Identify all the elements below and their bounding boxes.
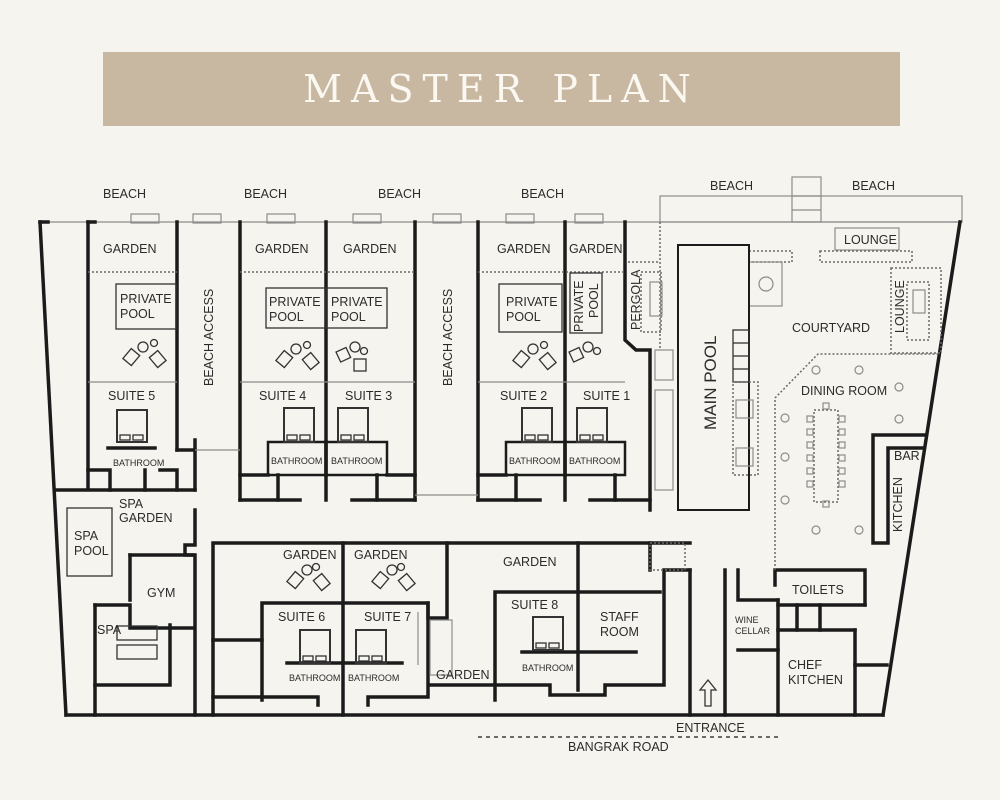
- label-suite-4: SUITE 4: [259, 389, 306, 403]
- label-chef-kitchen: CHEF: [788, 658, 822, 672]
- label-spa: SPA: [97, 623, 122, 637]
- label-dining-room: DINING ROOM: [801, 384, 887, 398]
- label-garden: GARDEN: [343, 242, 396, 256]
- walls: [38, 220, 962, 717]
- label-private-pool: POOL: [331, 310, 366, 324]
- label-staff-room: ROOM: [600, 625, 639, 639]
- label-bathroom: BATHROOM: [348, 673, 399, 683]
- label-wine-cellar: CELLAR: [735, 626, 771, 636]
- label-private-pool: POOL: [269, 310, 304, 324]
- label-chef-kitchen: KITCHEN: [788, 673, 843, 687]
- label-bathroom: BATHROOM: [289, 673, 340, 683]
- site-outline: [40, 176, 963, 223]
- label-private-pool: PRIVATE: [331, 295, 383, 309]
- title-banner: MASTER PLAN: [103, 52, 900, 126]
- label-bathroom: BATHROOM: [569, 456, 620, 466]
- label-bar: BAR: [894, 449, 920, 463]
- label-garden: GARDEN: [569, 242, 622, 256]
- label-private-pool: POOL: [587, 283, 601, 318]
- loungers: [121, 338, 602, 592]
- label-lounge: LOUNGE: [893, 280, 907, 333]
- label-beach-access: BEACH ACCESS: [441, 289, 455, 386]
- label-beach-access: BEACH ACCESS: [202, 289, 216, 386]
- label-private-pool: PRIVATE: [269, 295, 321, 309]
- label-suite-8: SUITE 8: [511, 598, 558, 612]
- label-garden: GARDEN: [436, 668, 489, 682]
- beach-steps: [130, 213, 604, 224]
- label-beach: BEACH: [378, 187, 421, 201]
- label-bathroom: BATHROOM: [271, 456, 322, 466]
- label-beach: BEACH: [710, 179, 753, 193]
- label-garden: GARDEN: [103, 242, 156, 256]
- label-private-pool: POOL: [120, 307, 155, 321]
- label-beach: BEACH: [244, 187, 287, 201]
- label-private-pool: PRIVATE: [120, 292, 172, 306]
- label-suite-5: SUITE 5: [108, 389, 155, 403]
- label-lounge: LOUNGE: [844, 233, 897, 247]
- page-title: MASTER PLAN: [303, 67, 700, 111]
- label-beach: BEACH: [103, 187, 146, 201]
- label-private-pool: POOL: [506, 310, 541, 324]
- label-beach: BEACH: [852, 179, 895, 193]
- label-private-pool: PRIVATE: [506, 295, 558, 309]
- label-beach: BEACH: [521, 187, 564, 201]
- entrance-arrow-icon: [698, 678, 718, 707]
- label-bathroom: BATHROOM: [113, 458, 164, 468]
- label-bathroom: BATHROOM: [522, 663, 573, 673]
- label-suite-3: SUITE 3: [345, 389, 392, 403]
- label-garden: GARDEN: [497, 242, 550, 256]
- label-spa-pool: SPA: [74, 529, 99, 543]
- label-private-pool: PRIVATE: [572, 280, 586, 332]
- label-entrance: ENTRANCE: [676, 721, 745, 735]
- beds: [116, 407, 608, 664]
- label-suite-7: SUITE 7: [364, 610, 411, 624]
- label-garden: GARDEN: [283, 548, 336, 562]
- label-bathroom: BATHROOM: [331, 456, 382, 466]
- label-spa-pool: POOL: [74, 544, 109, 558]
- label-spa-garden: SPA: [119, 497, 144, 511]
- room-labels: BEACH BEACH BEACH BEACH BEACH BEACH GARD…: [74, 179, 920, 754]
- dining-chairs: [806, 402, 846, 508]
- label-kitchen: KITCHEN: [891, 477, 905, 532]
- label-gym: GYM: [147, 586, 175, 600]
- label-main-pool: MAIN POOL: [701, 336, 720, 430]
- label-suite-2: SUITE 2: [500, 389, 547, 403]
- label-courtyard: COURTYARD: [792, 321, 870, 335]
- label-spa-garden: GARDEN: [119, 511, 172, 525]
- label-garden: GARDEN: [255, 242, 308, 256]
- label-garden: GARDEN: [354, 548, 407, 562]
- dining-columns: [780, 365, 904, 535]
- label-suite-1: SUITE 1: [583, 389, 630, 403]
- pools: [66, 244, 759, 660]
- label-road: BANGRAK ROAD: [568, 740, 669, 754]
- label-staff-room: STAFF: [600, 610, 639, 624]
- label-garden: GARDEN: [503, 555, 556, 569]
- label-bathroom: BATHROOM: [509, 456, 560, 466]
- label-pergola: PERGOLA: [629, 269, 643, 330]
- label-toilets: TOILETS: [792, 583, 844, 597]
- label-suite-6: SUITE 6: [278, 610, 325, 624]
- label-wine-cellar: WINE: [735, 615, 759, 625]
